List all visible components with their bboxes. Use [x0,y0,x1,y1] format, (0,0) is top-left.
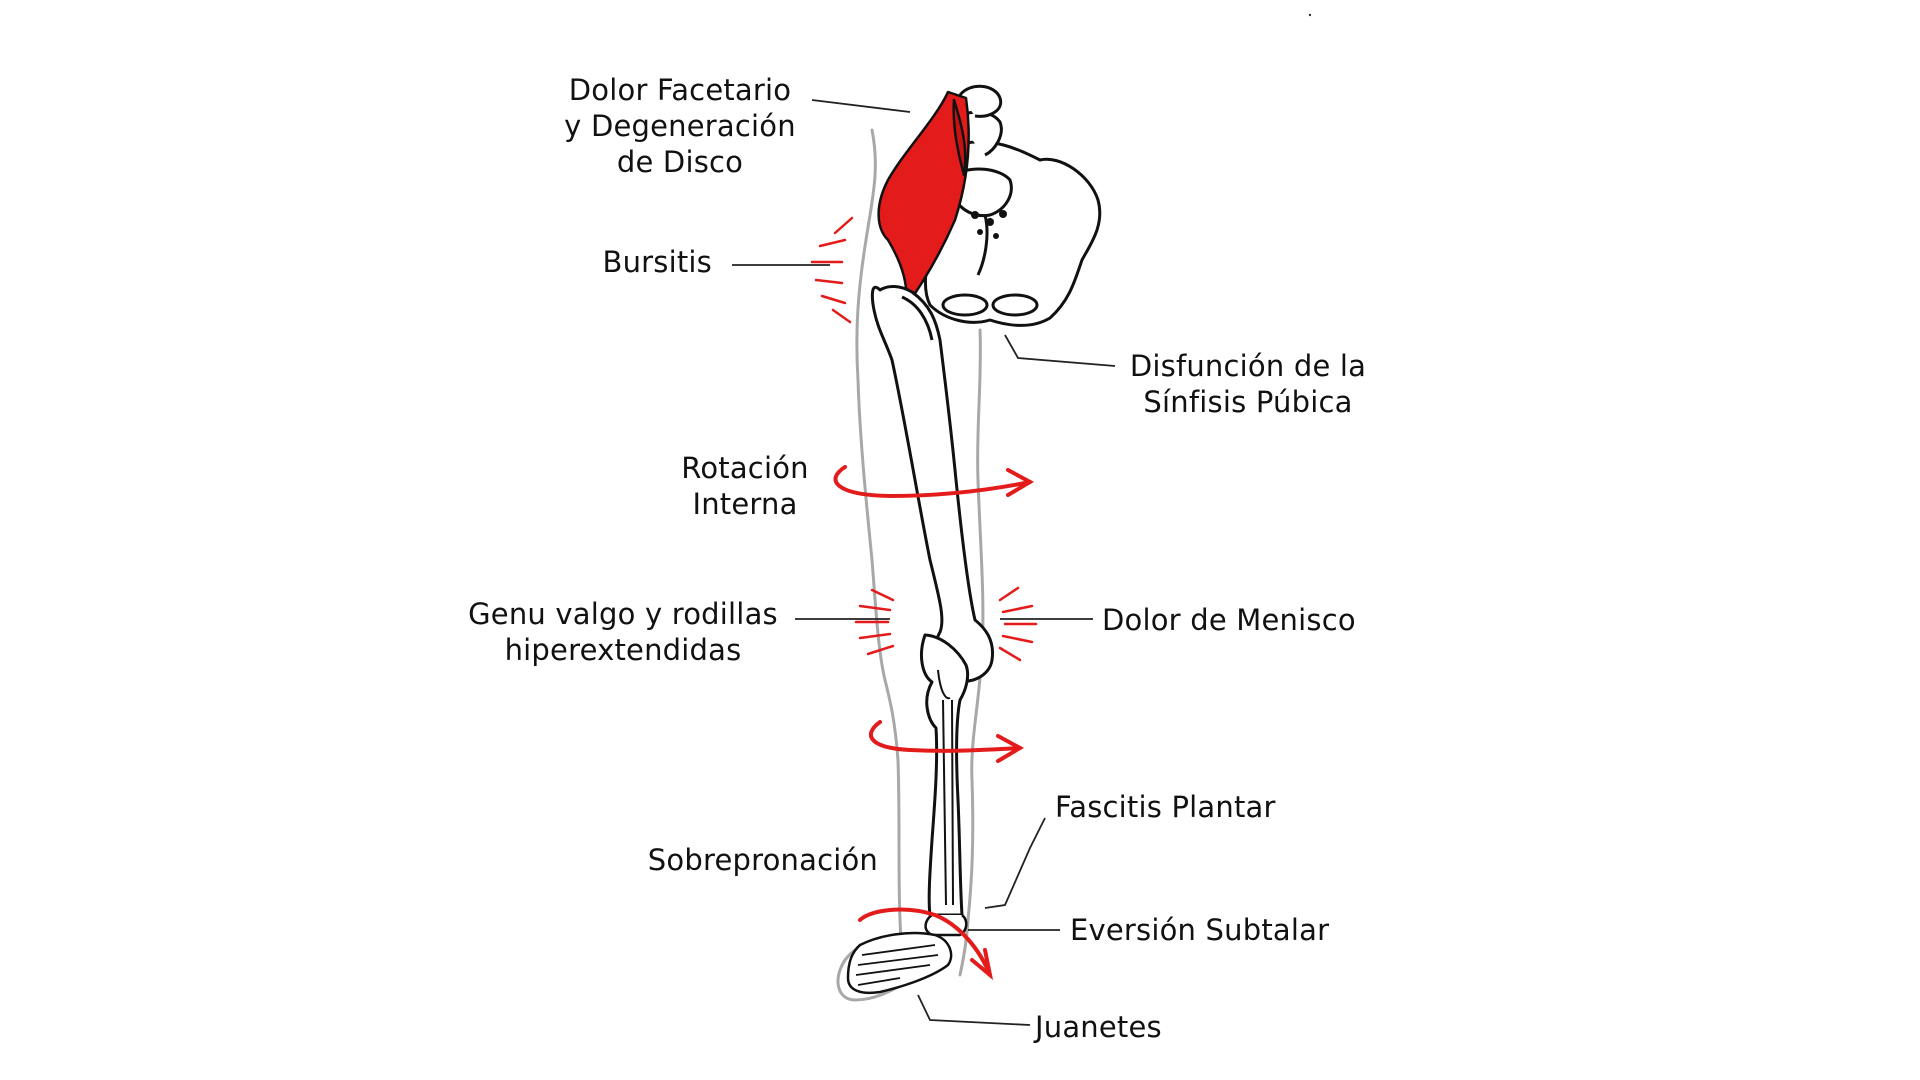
internal-rotation-arrow-thigh [833,465,1035,499]
label-bunions: Juanetes [1035,1009,1195,1045]
label-meniscus-line1: Dolor de Menisco [1102,603,1356,637]
label-internal-rotation: Rotación Interna [670,450,820,522]
label-facet-pain: Dolor Facetario y Degeneración de Disco [555,72,805,180]
sacrum-dots [971,210,1007,239]
internal-rotation-arrow-shin [868,720,1025,763]
label-subtalar-eversion: Eversión Subtalar [1070,912,1340,948]
bursitis-pain-marks [810,216,854,324]
label-facet-line3: de Disco [616,145,744,179]
label-genu-valgum: Genu valgo y rodillas hiperextendidas [463,596,783,668]
label-genu-line2: hiperextendidas [504,633,742,667]
label-pubic-line1: Disfunción de la [1129,349,1367,383]
label-bunions-line1: Juanetes [1035,1010,1162,1044]
tibia-fibula-bones [920,633,970,937]
label-plantar-fasciitis: Fascitis Plantar [1055,789,1305,825]
leader-lines [732,99,1116,1026]
knee-pain-marks-left [854,588,895,656]
label-meniscus-pain: Dolor de Menisco [1102,602,1382,638]
label-pubic-symphysis: Disfunción de la Sínfisis Púbica [1118,348,1378,420]
foot-bones [846,931,953,995]
label-pubic-line2: Sínfisis Púbica [1143,385,1353,419]
leg-skin-outline [836,128,985,1002]
label-subtalar-line1: Eversión Subtalar [1070,913,1330,947]
femur-bone [870,285,995,683]
label-facet-line2: y Degeneración [564,109,796,143]
stray-dot [1308,13,1312,17]
label-genu-line1: Genu valgo y rodillas [468,597,778,631]
label-plantar-line1: Fascitis Plantar [1055,790,1276,824]
label-bursitis-line1: Bursitis [602,245,712,279]
label-overpronation: Sobrepronación [620,842,878,878]
label-rotation-line1: Rotación [681,451,809,485]
label-bursitis: Bursitis [580,244,712,280]
label-facet-line1: Dolor Facetario [568,73,792,107]
knee-pain-marks-right [998,586,1038,662]
overpronation-arrow [858,907,994,981]
label-rotation-line2: Interna [692,487,798,521]
label-overpronation-line1: Sobrepronación [647,843,878,877]
